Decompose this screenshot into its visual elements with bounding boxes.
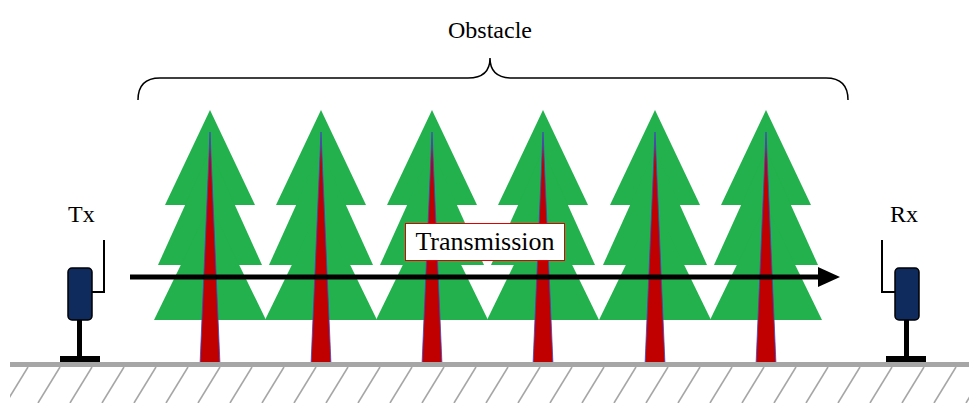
device-node: Tx	[50, 198, 130, 328]
edge-label: Transmission	[405, 223, 564, 261]
ground-hatch	[10, 367, 969, 403]
trees	[154, 110, 822, 365]
brace	[138, 58, 848, 100]
arrow-shaft	[130, 275, 822, 280]
device-label: Tx	[50, 198, 130, 228]
device-label: Rx	[840, 198, 930, 228]
rx-device	[882, 240, 926, 362]
ground	[10, 362, 969, 367]
obstacle-label: Obstacle	[448, 16, 532, 44]
device-node: Rx	[840, 198, 930, 328]
transmission-arrow	[130, 267, 840, 287]
tx-device	[60, 240, 104, 362]
arrow-head	[818, 267, 840, 287]
